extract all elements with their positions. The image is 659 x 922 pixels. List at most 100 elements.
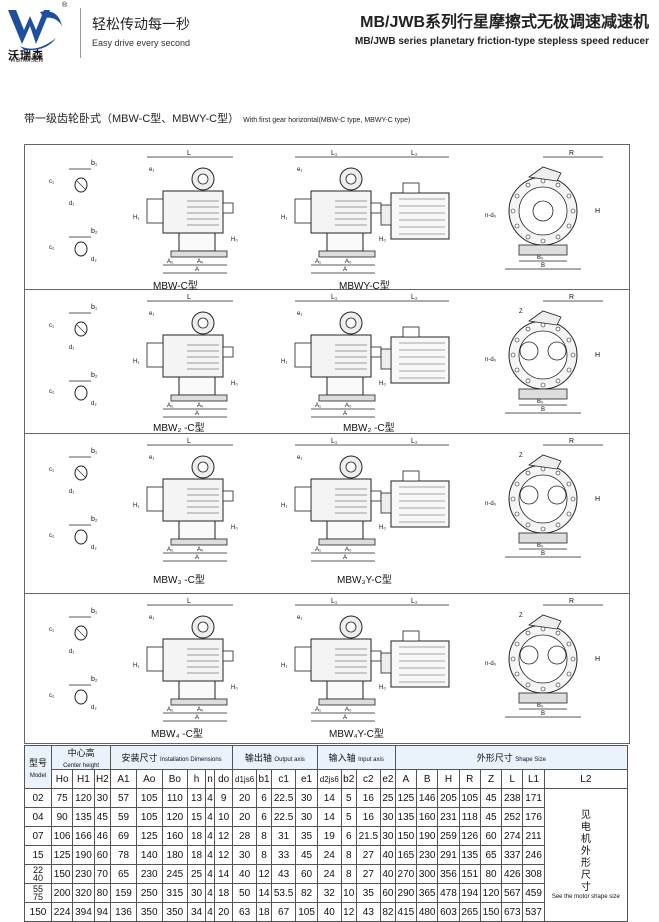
caption-mbwy-c: MBWY-C型	[339, 281, 390, 292]
gear-box	[326, 376, 364, 396]
bolt-hole	[566, 641, 572, 647]
shaft-detail	[76, 324, 86, 334]
label-d1: d₁	[69, 489, 74, 495]
value-cell: 5	[340, 788, 357, 808]
value-cell: 6	[340, 826, 357, 846]
value-cell: 230	[135, 864, 163, 884]
value-cell: 394	[72, 902, 95, 922]
registered-mark: ®	[62, 2, 68, 9]
slogan-cn: 轻松传动每一秒	[92, 16, 190, 32]
output-shaft	[222, 490, 234, 502]
label-e1: e₁	[149, 455, 154, 461]
base-plate	[318, 698, 376, 706]
value-cell: 18	[256, 902, 272, 922]
side-base	[518, 692, 568, 704]
value-cell: 13	[187, 788, 206, 808]
label-H1: H₁	[281, 663, 287, 669]
slogan-en: Easy drive every second	[92, 38, 191, 48]
label-H1: H₁	[133, 663, 139, 669]
label-e1: e₁	[297, 615, 302, 621]
input-flange	[146, 486, 164, 512]
value-cell: 25	[380, 788, 396, 808]
column-header-ao: Ao	[135, 769, 163, 789]
value-cell: 40	[316, 902, 342, 922]
label-H1: H₁	[133, 215, 139, 221]
value-cell: 15	[187, 807, 206, 827]
subtitle-en: With first gear horizontal(MBW-C type, M…	[243, 117, 411, 124]
caption-mbw3y-c: MBW₃Y-C型	[337, 575, 392, 586]
label-L: L	[187, 150, 191, 157]
output-shaft	[222, 650, 234, 662]
value-cell: 30	[295, 788, 318, 808]
gear-box	[178, 376, 216, 396]
value-cell: 30	[380, 807, 396, 827]
shaft-detail	[74, 689, 88, 705]
shaft-hole	[547, 341, 567, 361]
label-H: H	[595, 208, 600, 215]
column-header-d1js6: d1js6	[231, 769, 258, 789]
bolt-hole	[570, 208, 576, 214]
label-c2: c₂	[49, 693, 55, 699]
value-cell: 426	[501, 864, 524, 884]
bolt-hole	[510, 496, 516, 502]
base-plate	[170, 698, 228, 706]
reducer-body	[310, 638, 372, 682]
input-flange	[294, 646, 312, 672]
value-cell: 265	[458, 902, 481, 922]
value-cell: 31	[270, 826, 297, 846]
column-header-z: Z	[479, 769, 503, 789]
value-cell: 320	[72, 883, 95, 903]
label-L: L	[187, 598, 191, 605]
value-cell: 10	[214, 807, 233, 827]
label-e1: e₁	[149, 615, 154, 621]
value-cell: 24	[316, 845, 342, 865]
value-cell: 160	[161, 826, 189, 846]
handwheel-hub	[345, 621, 357, 633]
value-cell: 43	[355, 902, 382, 922]
value-cell: 82	[380, 902, 396, 922]
label-nd: n-d₀	[485, 501, 497, 507]
brand-pinyin: WORUISEN	[10, 58, 43, 64]
input-flange	[294, 198, 312, 224]
label-L1: L₁	[331, 294, 338, 301]
shaft-detail	[74, 385, 88, 401]
value-cell: 78	[110, 845, 137, 865]
value-cell: 252	[501, 807, 524, 827]
value-cell: 290	[394, 883, 418, 903]
value-cell: 4	[204, 902, 216, 922]
bolt-hole	[514, 337, 520, 343]
label-A: A	[343, 555, 347, 561]
label-nd: n-d₀	[485, 661, 497, 667]
value-cell: 126	[458, 826, 481, 846]
label-B: B	[541, 407, 545, 413]
model-cell: 150	[24, 902, 52, 922]
value-cell: 365	[416, 883, 439, 903]
value-cell: 274	[501, 826, 524, 846]
motor-body	[390, 336, 450, 384]
bolt-hole	[540, 382, 546, 388]
value-cell: 63	[231, 902, 258, 922]
output-shaft	[222, 346, 234, 358]
label-L2: L₂	[411, 294, 418, 301]
bolt-hole	[514, 671, 520, 677]
value-cell: 45	[479, 807, 503, 827]
label-Ho: H₀	[231, 525, 238, 531]
value-cell: 40	[231, 864, 258, 884]
label-b1: b₁	[91, 448, 98, 455]
reducer-body	[162, 638, 224, 682]
label-A1: A₁	[167, 403, 173, 409]
bolt-hole	[555, 682, 561, 688]
speed-control-handle	[527, 310, 562, 326]
output-shaft	[370, 346, 382, 358]
bolt-hole	[570, 656, 576, 662]
label-Ao: A₀	[345, 403, 352, 409]
shaft-hole	[547, 645, 567, 665]
bolt-hole	[510, 208, 516, 214]
column-header-bo: Bo	[161, 769, 189, 789]
value-cell: 43	[270, 864, 297, 884]
output-shaft	[370, 490, 382, 502]
bolt-hole	[525, 522, 531, 528]
value-cell: 21.5	[355, 826, 382, 846]
label-H: H	[595, 656, 600, 663]
